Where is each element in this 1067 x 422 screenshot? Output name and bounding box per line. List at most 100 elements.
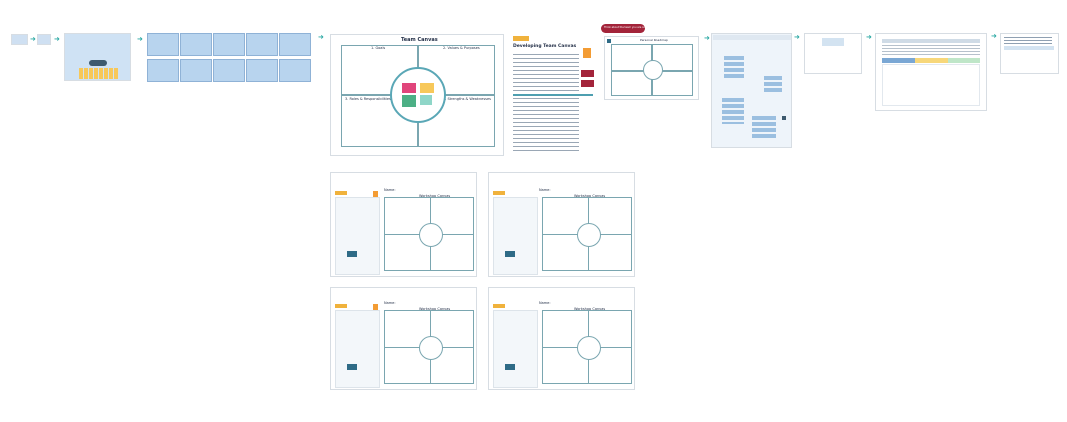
handout-teal-box (513, 94, 593, 96)
table-header-bar (882, 39, 980, 43)
worksheet-sidebar-note (347, 364, 357, 370)
frame-team-canvas[interactable]: Team Canvas 1. Goals 2. Values & Purpose… (330, 34, 504, 156)
table-column-yellow (915, 58, 948, 63)
worksheet-canvas (384, 310, 474, 384)
sticky-cluster-green (402, 95, 416, 107)
worksheet-sidebar (493, 197, 538, 275)
slide-thumb[interactable] (147, 33, 179, 56)
slide-thumb[interactable] (279, 59, 311, 82)
worksheet-logo-icon (335, 304, 347, 308)
flow-arrow-icon: ➜ (137, 35, 143, 43)
handout-note-pink (581, 70, 594, 77)
diagram-header (713, 35, 791, 40)
worksheet-sidebar-note (505, 251, 515, 257)
worksheet-logo-icon (335, 191, 347, 195)
speech-bubble-text: Think about the team you are on (604, 26, 646, 29)
diagram-flag-icon (782, 116, 786, 120)
worksheet-name-label: Name: (384, 301, 396, 305)
diagram-block-cluster (752, 116, 776, 140)
sticky-cluster-yellow (420, 83, 434, 93)
handout-body-text (513, 54, 579, 152)
roadmap-title: Personal Roadmap (640, 38, 668, 42)
worksheet-name-label: Name: (539, 188, 551, 192)
frame-board-table[interactable] (875, 33, 987, 111)
worksheet-center-circle (419, 336, 443, 360)
doc-text-lines (1004, 37, 1052, 45)
roadmap-quadrant (652, 44, 693, 71)
slide-thumb[interactable] (180, 33, 212, 56)
worksheet-sidebar (493, 310, 538, 388)
team-canvas-title: Team Canvas (401, 37, 438, 43)
worksheet-center-circle (577, 223, 601, 247)
worksheet-canvas (384, 197, 474, 271)
quadrant-label: 4. Strengths & Weaknesses (443, 97, 491, 101)
frame-worksheet-1[interactable]: Name: Workshop Canvas (330, 172, 477, 277)
slide-thumb[interactable] (246, 59, 278, 82)
frame-worksheet-4[interactable]: Name: Workshop Canvas (488, 287, 635, 390)
speech-bubble[interactable]: Think about the team you are on (601, 24, 645, 33)
frame-handout[interactable]: Developing Team Canvas (511, 34, 600, 156)
frame-note[interactable] (804, 33, 862, 74)
slide-thumb[interactable] (147, 59, 179, 82)
slide-thumb[interactable] (213, 59, 245, 82)
worksheet-name-label: Name: (384, 188, 396, 192)
roadmap-quadrant (611, 44, 652, 71)
slide-thumb[interactable] (246, 33, 278, 56)
note-block (822, 38, 844, 46)
quadrant-label: 3. Roles & Responsibilities (345, 97, 391, 101)
worksheet-badge-icon (373, 191, 378, 197)
frame-intro-slide[interactable] (64, 33, 131, 81)
doc-blue-block (1004, 46, 1054, 50)
slide-thumb[interactable] (279, 33, 311, 56)
worksheet-sidebar (335, 310, 380, 388)
frame-worksheet-2[interactable]: Name: Workshop Canvas (488, 172, 635, 277)
worksheet-center-circle (577, 336, 601, 360)
worksheet-name-label: Name: (539, 301, 551, 305)
flow-arrow-icon: ➜ (30, 35, 36, 43)
worksheet-sidebar-note (347, 251, 357, 257)
frame-personal-roadmap[interactable]: Personal Roadmap (604, 36, 699, 100)
flow-arrow-icon: ➜ (704, 34, 710, 42)
quadrant-label: 2. Values & Purposes (443, 46, 480, 50)
flow-arrow-icon: ➜ (991, 32, 997, 40)
sticky-cluster-teal (420, 95, 432, 105)
slide-thumb[interactable] (180, 59, 212, 82)
worksheet-center-circle (419, 223, 443, 247)
roadmap-quadrant (611, 71, 652, 96)
slide-thumb[interactable] (213, 33, 245, 56)
handout-note-pink-2 (581, 80, 594, 87)
worksheet-canvas (542, 310, 632, 384)
table-grid (882, 64, 980, 106)
diagram-block-cluster (724, 56, 744, 78)
worksheet-canvas (542, 197, 632, 271)
handout-logo-icon (513, 36, 529, 41)
flow-arrow-icon: ➜ (318, 33, 324, 41)
frame-start-slide-2[interactable] (37, 34, 51, 45)
handout-heading: Developing Team Canvas (513, 44, 577, 49)
frame-diagram[interactable] (711, 33, 792, 148)
worksheet-title: Workshop Canvas (574, 194, 606, 198)
diagram-block-cluster (722, 98, 744, 124)
canvas-center-circle (390, 67, 446, 123)
roadmap-corner-marker-icon (607, 39, 611, 43)
diagram-block-cluster (764, 76, 782, 94)
frame-worksheet-3[interactable]: Name: Workshop Canvas (330, 287, 477, 390)
worksheet-sidebar (335, 197, 380, 275)
flow-arrow-icon: ➜ (794, 33, 800, 41)
worksheet-title: Workshop Canvas (419, 194, 451, 198)
frame-slide-grid[interactable] (147, 33, 312, 84)
flow-arrow-icon: ➜ (54, 35, 60, 43)
worksheet-logo-icon (493, 191, 505, 195)
sticky-cluster-pink (402, 83, 416, 93)
intro-illustration (89, 60, 107, 66)
worksheet-logo-icon (493, 304, 505, 308)
sticky-note-grid (79, 68, 119, 79)
table-column-green (948, 58, 980, 63)
quadrant-label: 1. Goals (371, 46, 386, 50)
worksheet-title: Workshop Canvas (419, 307, 451, 311)
frame-start-slide-1[interactable] (11, 34, 28, 45)
roadmap-center-circle (643, 60, 663, 80)
handout-badge-icon (583, 48, 591, 58)
table-text-block (882, 45, 980, 55)
frame-last-doc[interactable] (1000, 33, 1059, 74)
